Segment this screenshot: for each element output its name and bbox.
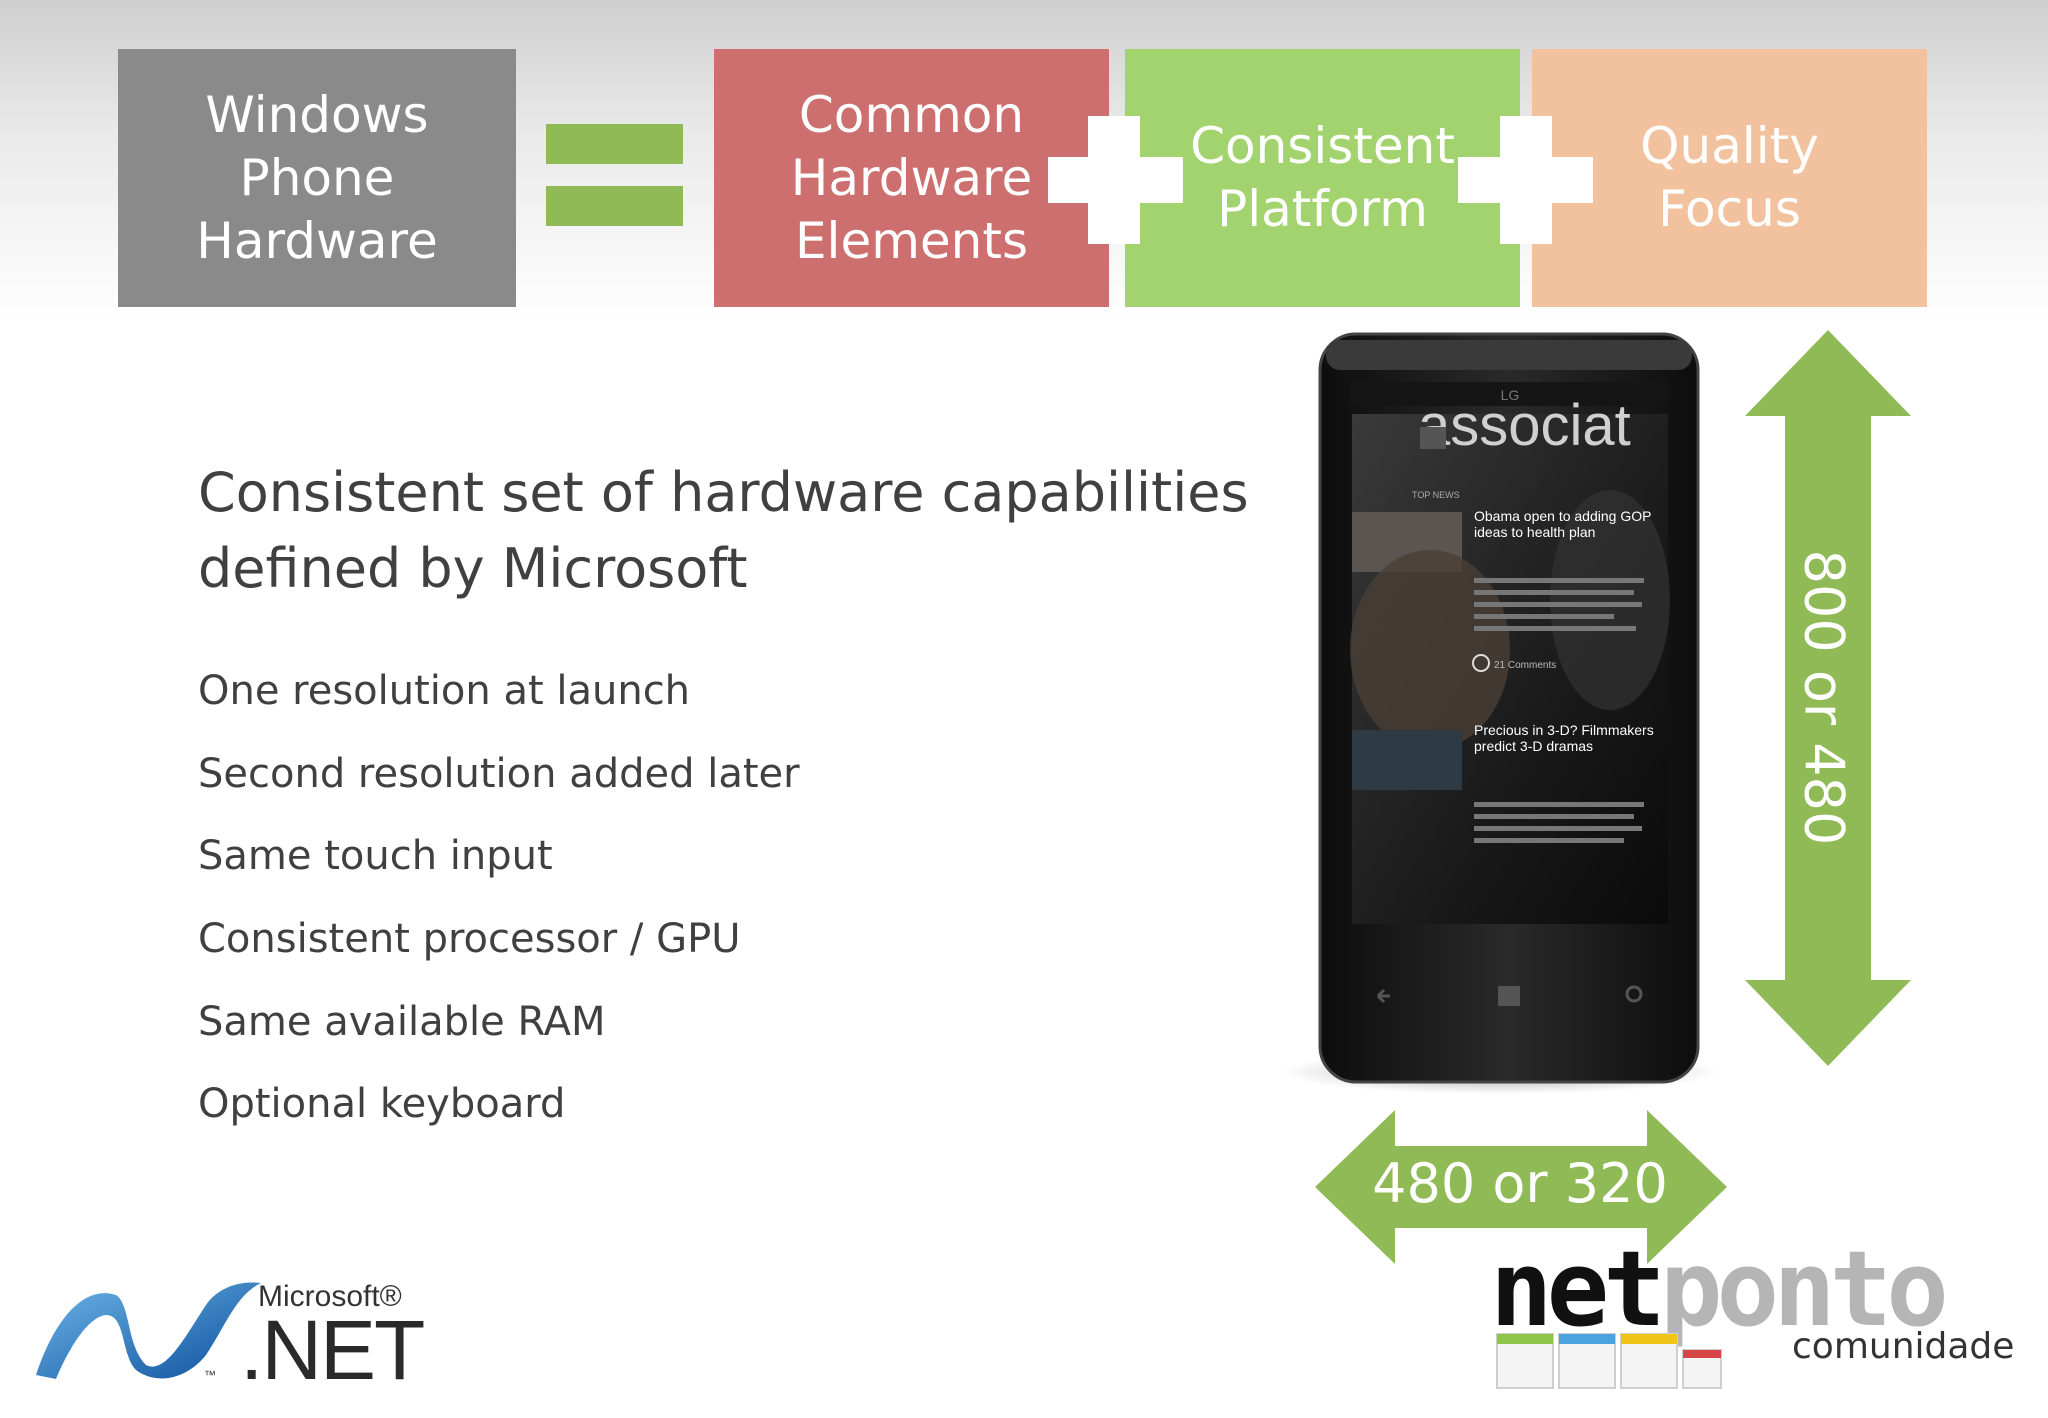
consistent-platform-box: Consistent Platform	[1125, 49, 1520, 307]
dotnet-wave-logo: ™	[36, 1282, 261, 1381]
bullet-item: Same touch input	[198, 833, 553, 879]
netponto-squares-icon	[1496, 1333, 1722, 1389]
plus-sign-2-horizontal	[1458, 157, 1593, 203]
screen-section-label: TOP NEWS	[1412, 490, 1460, 500]
horizontal-dimension-label: 480 or 320	[1372, 1152, 1668, 1215]
slide-heading: Consistent set of hardware capabilities …	[198, 461, 1249, 600]
microsoft-label: Microsoft®	[258, 1280, 402, 1313]
windows-phone-hardware-label: Windows Phone Hardware	[196, 85, 438, 270]
equals-sign-top-bar	[546, 124, 683, 164]
screen-app-title: associat	[1418, 393, 1631, 458]
netponto-net-text: net	[1490, 1228, 1666, 1350]
dotnet-label: .NET	[240, 1303, 425, 1397]
screen-comments: 21 Comments	[1494, 660, 1556, 671]
phone-brand: LG	[1501, 387, 1520, 403]
plus-sign-1-horizontal	[1048, 157, 1183, 203]
consistent-platform-label: Consistent Platform	[1190, 117, 1455, 238]
back-icon[interactable]	[1376, 988, 1390, 1004]
common-hardware-box: Common Hardware Elements	[714, 49, 1109, 307]
bullet-item: Second resolution added later	[198, 751, 800, 797]
search-icon[interactable]	[1625, 985, 1643, 1003]
bullet-item: Optional keyboard	[198, 1081, 566, 1127]
quality-focus-label: Quality Focus	[1640, 117, 1819, 238]
windows-phone-hardware-box: Windows Phone Hardware	[118, 49, 516, 307]
horizontal-dimension-arrow	[1315, 1110, 1727, 1264]
screen-story2-title: Precious in 3-D? Filmmakers predict 3-D …	[1474, 722, 1654, 754]
trademark-mark: ™	[204, 1368, 216, 1381]
bullet-item: Same available RAM	[198, 999, 606, 1045]
phone-image: LG associat TOP NEWS Obama open to addin…	[1280, 332, 1720, 1094]
vertical-dimension-arrow	[1745, 330, 1911, 1066]
equals-sign-bottom-bar	[546, 186, 683, 226]
netponto-logo: netponto	[1490, 1228, 1949, 1350]
netponto-ponto-text: ponto	[1659, 1228, 1949, 1350]
bullet-item: One resolution at launch	[198, 668, 691, 714]
common-hardware-label: Common Hardware Elements	[790, 85, 1033, 270]
windows-start-icon[interactable]	[1498, 986, 1520, 1006]
bullet-item: Consistent processor / GPU	[198, 916, 741, 962]
screen-story1-title: Obama open to adding GOP ideas to health…	[1474, 508, 1652, 540]
quality-focus-box: Quality Focus	[1532, 49, 1927, 307]
netponto-subtitle: comunidade	[1792, 1326, 2015, 1367]
